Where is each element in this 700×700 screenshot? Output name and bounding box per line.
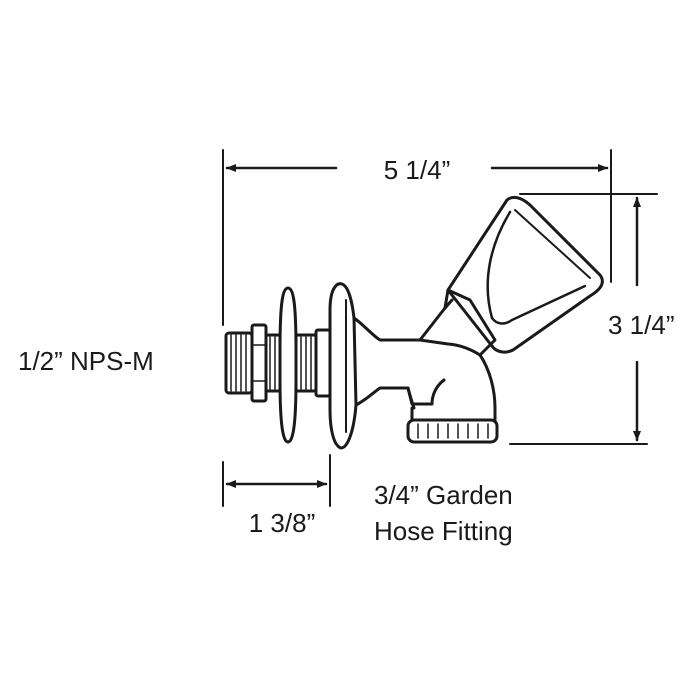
overall-width-label: 5 1/4” <box>383 155 451 185</box>
body-elbow <box>418 338 482 357</box>
outlet-label-line2: Hose Fitting <box>374 516 513 546</box>
flange-depth-label: 1 3/8” <box>248 508 316 538</box>
threaded-inlet <box>224 323 282 403</box>
hose-outlet <box>406 406 499 444</box>
valve-handle <box>446 195 604 354</box>
outlet-label-line1: 3/4” Garden <box>374 480 513 510</box>
height-label: 3 1/4” <box>608 310 675 340</box>
washer-disc <box>278 286 298 444</box>
mid-thread <box>294 328 332 398</box>
faucet-body <box>352 306 447 410</box>
inlet-thread-label: 1/2” NPS-M <box>18 346 154 376</box>
mounting-flange <box>328 282 358 450</box>
